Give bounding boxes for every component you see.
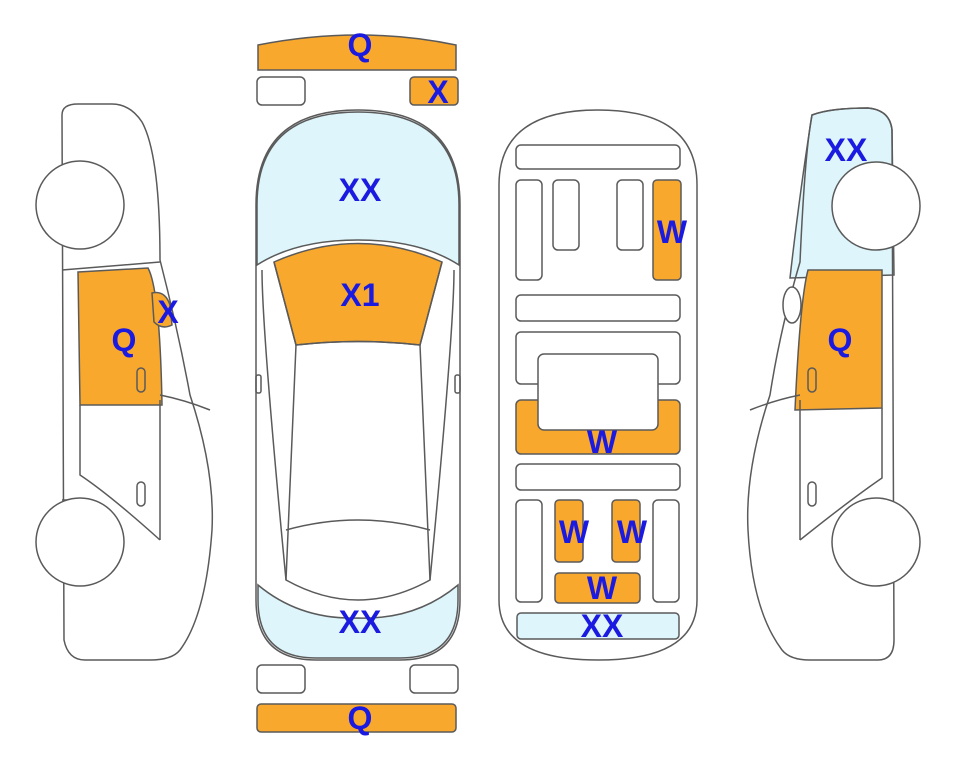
floor-left-rail-lower: [515, 499, 543, 603]
front-lamp-right-label: X: [427, 74, 449, 110]
rear-lamp-right: [409, 664, 459, 694]
floor-pillar-1: [552, 179, 580, 251]
floor-front-right-shape: [652, 179, 682, 281]
windshield-label: X1: [340, 277, 379, 313]
right-mirror-shape: [782, 286, 802, 324]
roof-rear-shape: [257, 583, 459, 659]
cabin-outline: [285, 340, 431, 601]
mirror-left-top: [255, 374, 262, 394]
floor-right-rail-lower: [652, 499, 680, 603]
front-bumper-shape: [257, 34, 457, 71]
floor-rear-center-shape: [554, 572, 641, 604]
left-door-handle-rear: [136, 481, 146, 507]
right-side-view: [746, 107, 921, 661]
floor-rear-panel-shape: [516, 612, 680, 640]
front-bumper-label: Q: [348, 27, 373, 63]
right-rear-door-line: [799, 408, 883, 541]
left-mirror-shape: [151, 291, 173, 328]
floor-view: [498, 109, 698, 661]
left-rear-wheel: [35, 497, 125, 587]
left-rear-door-line: [79, 405, 161, 541]
floor-rear-panel-label: XX: [581, 608, 624, 644]
floor-rear-right-label: W: [617, 514, 648, 550]
floor-bar-lower: [515, 463, 681, 491]
right-a-pillar: [419, 261, 455, 581]
left-a-pillar: [261, 261, 297, 581]
front-lamp-right-shape: [409, 76, 459, 106]
hood-shape: [256, 111, 460, 267]
floor-rear-left-shape: [554, 499, 584, 563]
floor-top-bar: [515, 144, 681, 170]
right-front-wheel: [831, 161, 921, 251]
floor-rear-left-label: W: [559, 514, 590, 550]
floor-pillar-2: [616, 179, 644, 251]
left-door-handle-front: [136, 367, 146, 393]
floor-rear-right-shape: [611, 499, 641, 563]
rear-bumper-shape: [256, 703, 457, 733]
left-door-front-label: Q: [112, 322, 137, 358]
right-fender-front-label: XX: [825, 132, 868, 168]
rear-window-line: [285, 519, 431, 531]
floor-left-rail-upper: [515, 179, 543, 281]
front-lamp-left: [256, 76, 306, 106]
floor-front-right-label: W: [657, 214, 688, 250]
rear-bumper-label: Q: [348, 700, 373, 736]
hood-label: XX: [339, 172, 382, 208]
right-door-handle-rear: [807, 481, 817, 507]
right-door-front-label: Q: [828, 322, 853, 358]
floor-mid-bar: [515, 294, 681, 322]
mirror-right-top: [454, 374, 461, 394]
right-rear-wheel: [831, 497, 921, 587]
rear-lamp-left: [256, 664, 306, 694]
top-view: [255, 34, 461, 733]
floor-box-inner: [537, 353, 659, 431]
right-body-outline: [746, 107, 895, 661]
left-side-view: [35, 103, 214, 661]
left-window-line: [159, 394, 211, 540]
right-door-handle-front: [807, 367, 817, 393]
left-front-wheel: [35, 160, 125, 250]
roof-rear-label: XX: [339, 604, 382, 640]
floor-center-label: W: [587, 424, 618, 460]
floor-rear-center-label: W: [587, 570, 618, 606]
right-window-line: [749, 394, 801, 540]
top-body-outline: [255, 109, 461, 661]
left-body-outline: [61, 103, 214, 661]
floor-outline: [498, 109, 698, 661]
left-mirror-label: X: [157, 294, 179, 330]
